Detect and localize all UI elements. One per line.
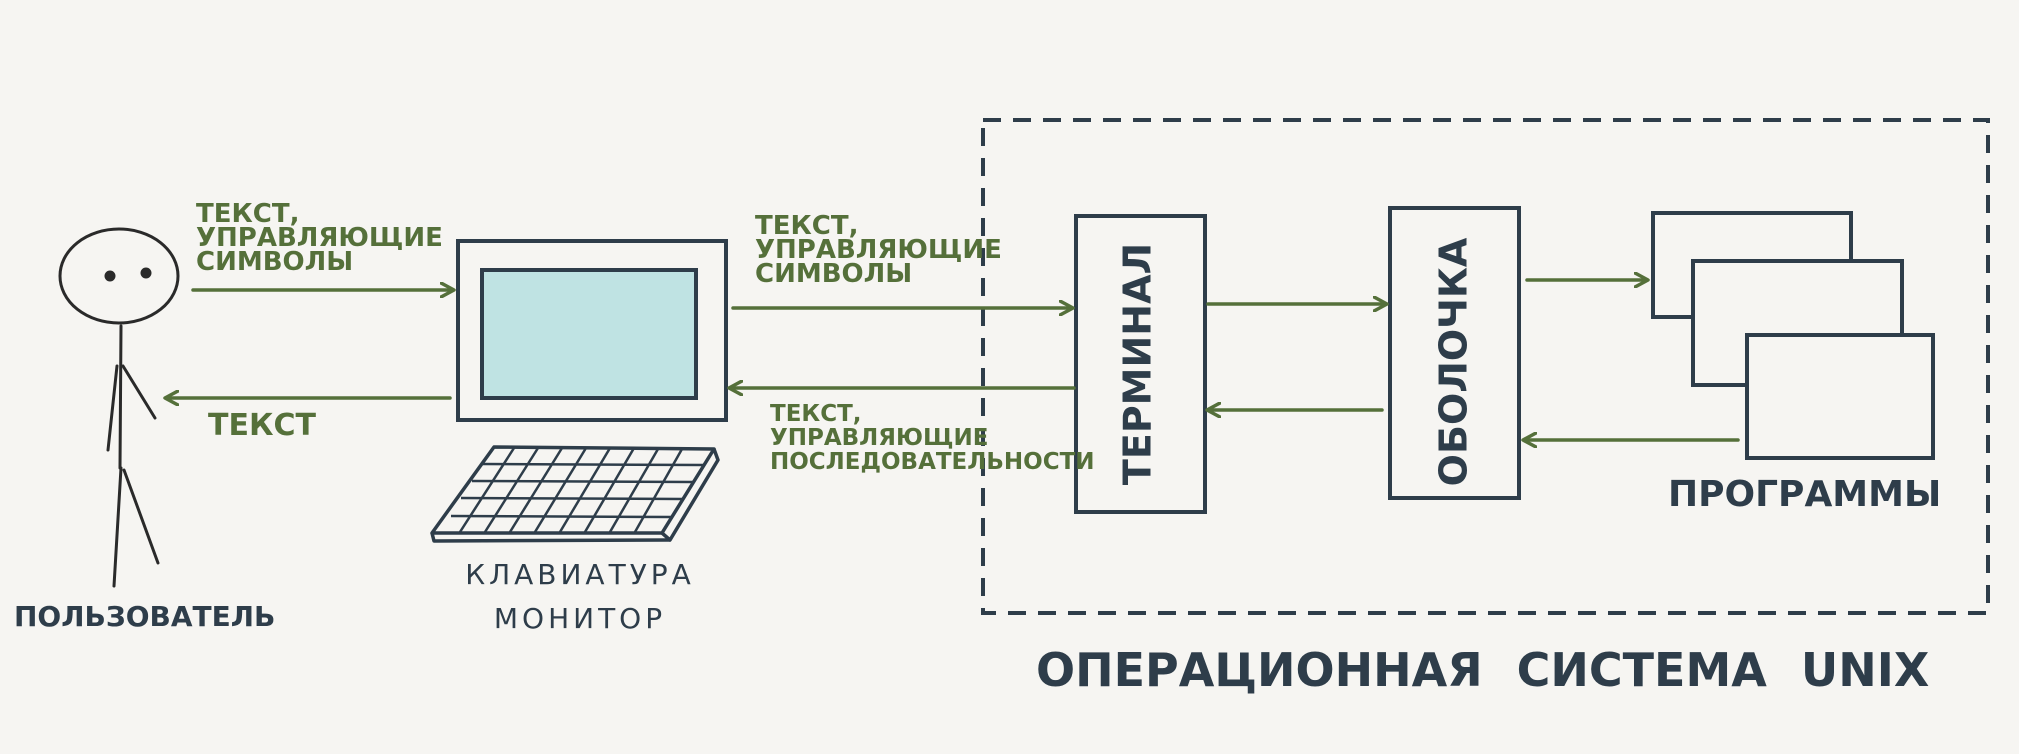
label-line: СИМВОЛЫ xyxy=(196,247,354,277)
user-label: ПОЛЬЗОВАТЕЛЬ xyxy=(14,600,276,633)
label-device-to-terminal: ТЕКСТ, УПРАВЛЯЮЩИЕ СИМВОЛЫ xyxy=(755,211,1002,289)
label-line: УПРАВЛЯЮЩИЕ xyxy=(196,223,443,253)
keyboard-monitor-label: КЛАВИАТУРА МОНИТОР xyxy=(430,553,730,641)
label-line: ТЕКСТ xyxy=(208,408,316,443)
programs-label: ПРОГРАММЫ xyxy=(1668,474,1942,515)
monitor-icon xyxy=(456,239,728,422)
label-terminal-to-device: ТЕКСТ, УПРАВЛЯЮЩИЕ ПОСЛЕДОВАТЕЛЬНОСТИ xyxy=(770,402,1095,474)
keyboard-icon xyxy=(430,445,720,543)
label-line: УПРАВЛЯЮЩИЕ xyxy=(755,235,1002,265)
label-line: ТЕКСТ, xyxy=(196,199,300,229)
terminal-box xyxy=(1074,214,1207,514)
label-line: ТЕКСТ, xyxy=(755,211,859,241)
label-line: УПРАВЛЯЮЩИЕ xyxy=(770,425,989,451)
monitor-label: МОНИТОР xyxy=(493,602,667,635)
keyboard-label: КЛАВИАТУРА xyxy=(465,558,695,591)
label-line: ТЕКСТ, xyxy=(770,401,862,427)
label-user-to-device: ТЕКСТ, УПРАВЛЯЮЩИЕ СИМВОЛЫ xyxy=(196,199,443,277)
shell-label: ОБОЛОЧКА xyxy=(1432,237,1476,486)
label-device-to-user: ТЕКСТ xyxy=(208,408,316,443)
label-line: СИМВОЛЫ xyxy=(755,259,913,289)
shell-box xyxy=(1388,206,1521,500)
stick-figure-icon xyxy=(58,227,180,588)
terminal-label: ТЕРМИНАЛ xyxy=(1116,243,1160,485)
os-label: ОПЕРАЦИОННАЯ СИСТЕМА UNIX xyxy=(1036,643,1930,697)
program-windows xyxy=(1651,211,1935,460)
label-line: ПОСЛЕДОВАТЕЛЬНОСТИ xyxy=(770,449,1095,475)
